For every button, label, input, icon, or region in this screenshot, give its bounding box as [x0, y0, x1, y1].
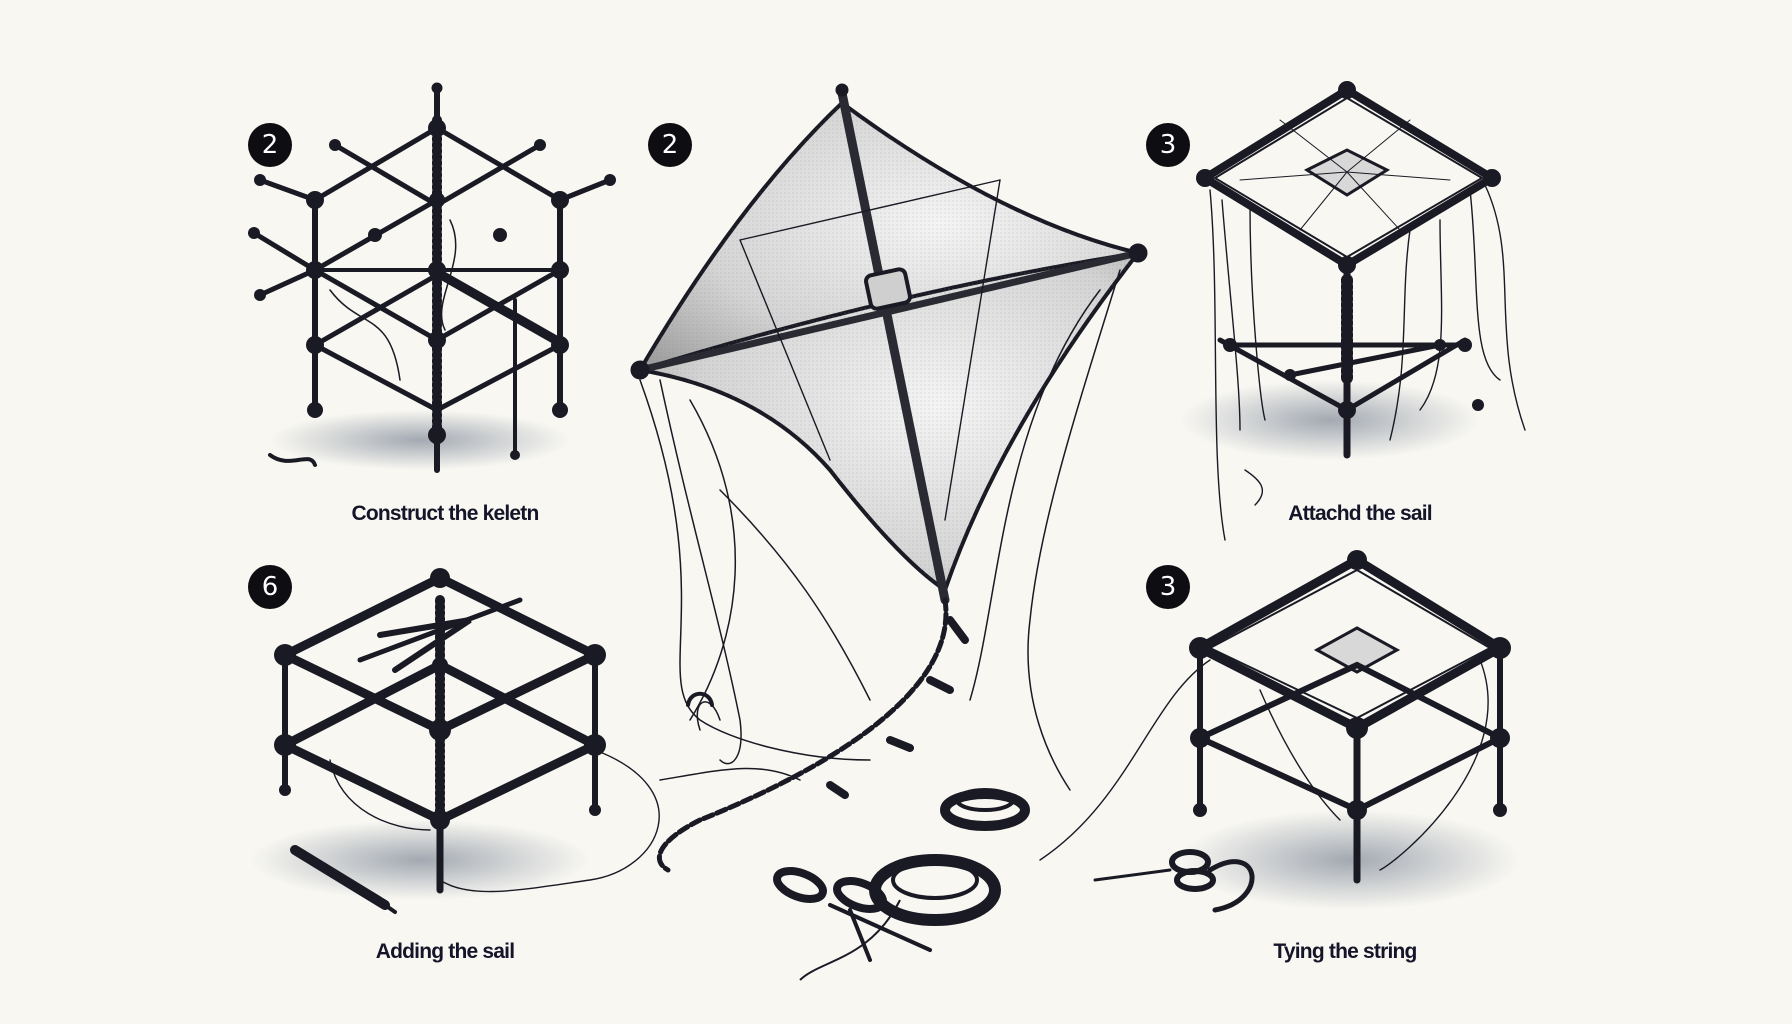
scissors-icon	[1093, 849, 1255, 913]
step-number-badge: 2	[248, 123, 292, 167]
step-caption: Tying the string	[1273, 940, 1417, 963]
frame-skeleton-icon	[248, 82, 616, 473]
step-number-badge: 6	[248, 565, 292, 609]
step-caption: Attachd the sail	[1288, 502, 1432, 525]
step-caption: Construct the keletn	[351, 502, 539, 525]
step-number-badge: 3	[1146, 123, 1190, 167]
frame-skeleton-icon	[250, 568, 660, 900]
scissors-icon	[773, 867, 932, 962]
step-caption: Adding the sail	[375, 940, 515, 963]
cube-frame-icon	[1039, 550, 1520, 910]
step-number-badge: 3	[1146, 565, 1190, 609]
pencil-icon	[290, 845, 397, 914]
cube-frame-icon	[1180, 81, 1526, 541]
step-number-badge: 2	[648, 123, 692, 167]
string-spool-icon	[799, 788, 1030, 981]
diamond-kite-icon	[630, 83, 1148, 873]
